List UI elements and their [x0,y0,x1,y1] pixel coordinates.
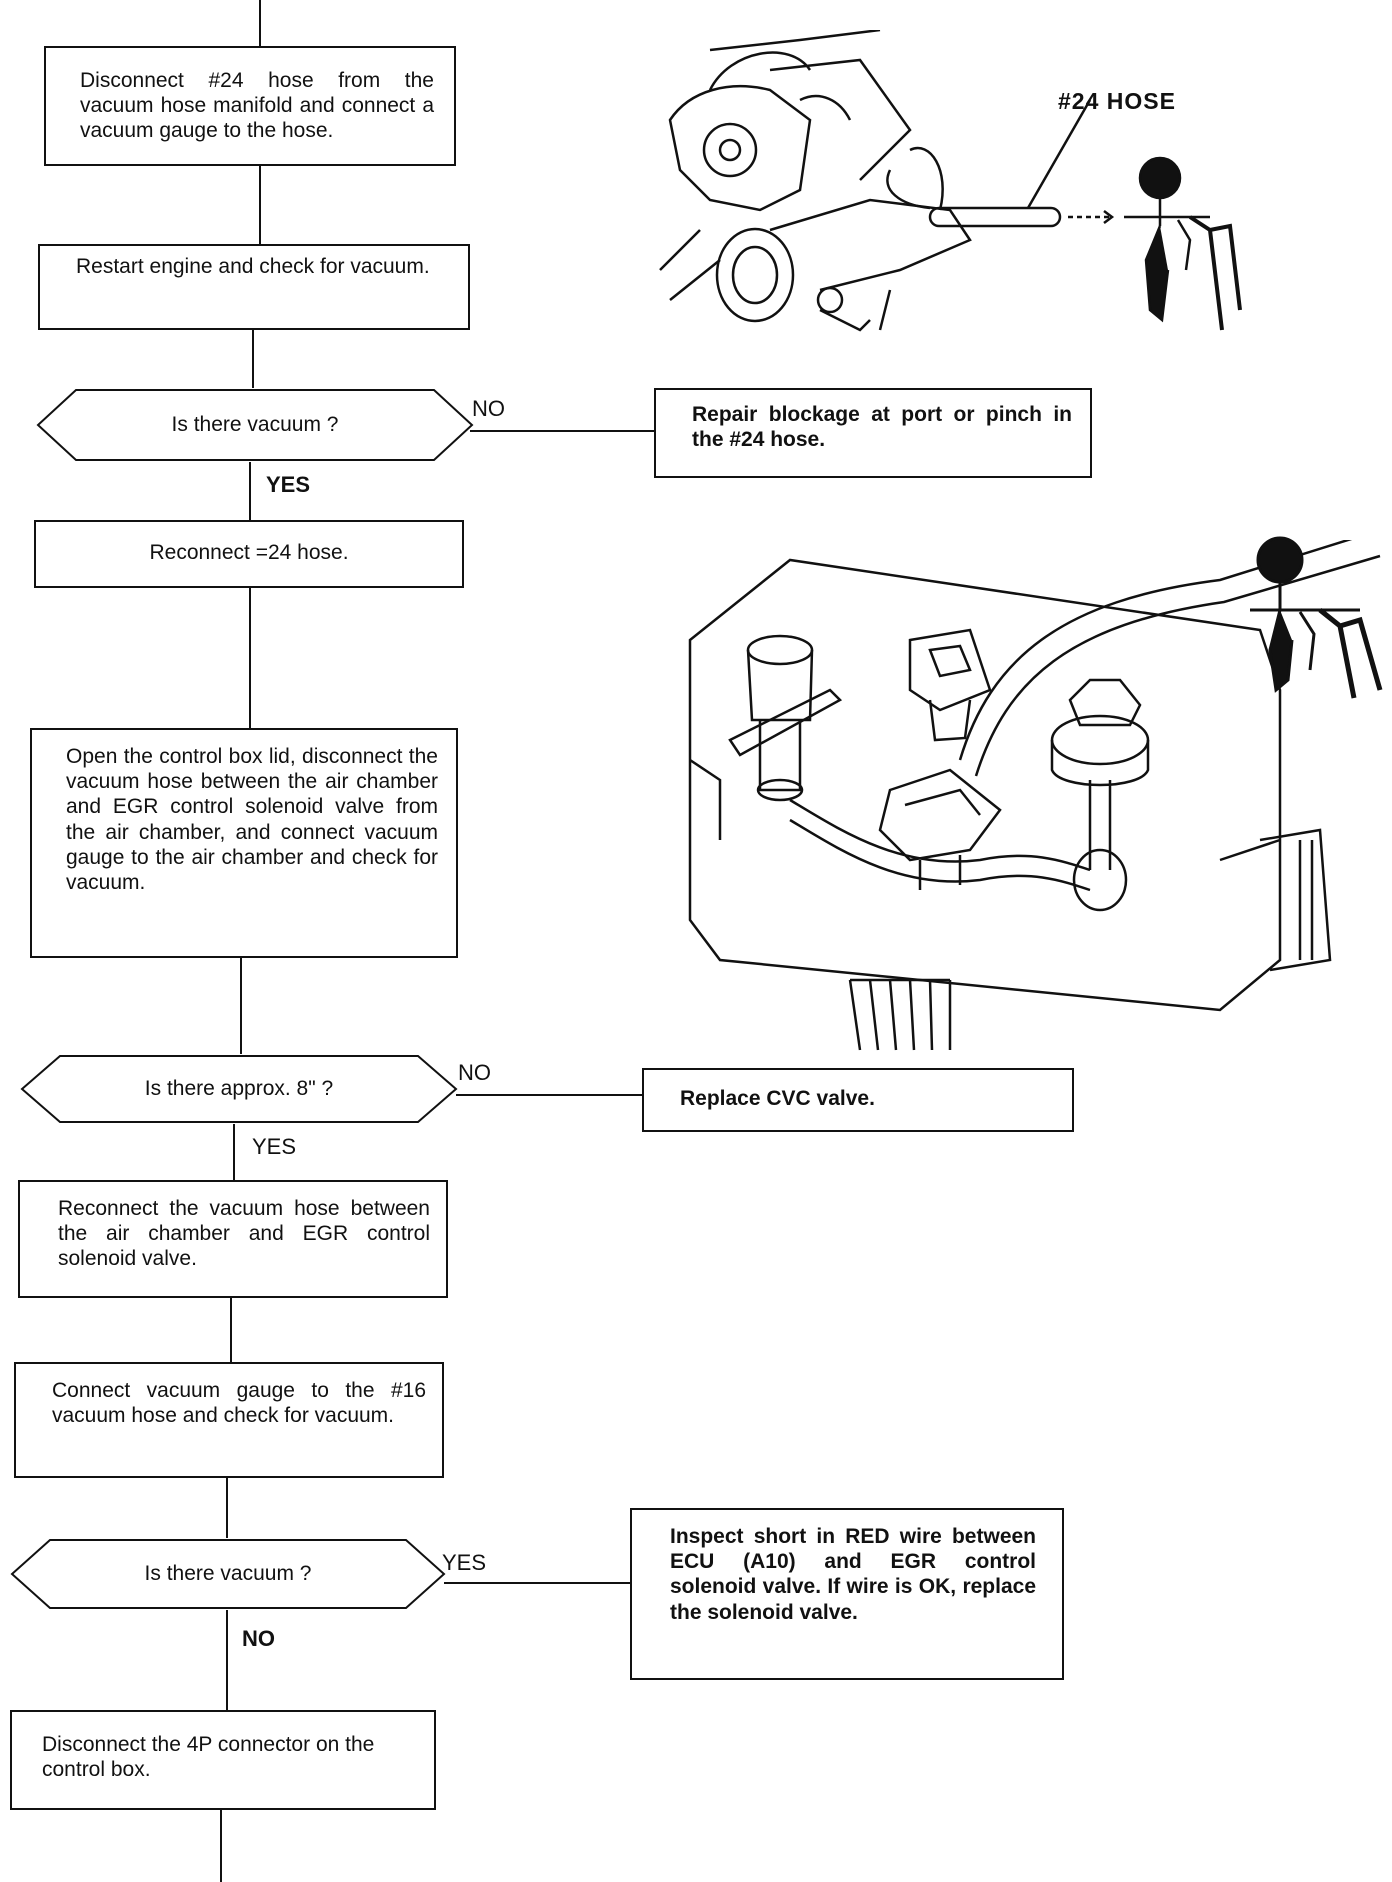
label-yes: YES [266,472,311,497]
step-connect-16-hose: Connect vacuum gauge to the #16 vacuum h… [14,1362,444,1478]
outcome-inspect-short: Inspect short in RED wire between ECU (A… [630,1508,1064,1680]
decision-text: Is there vacuum ? [144,1562,312,1585]
flow-line [233,1124,235,1180]
step-open-control-box: Open the control box lid, disconnect the… [30,728,458,958]
control-box-illustration [660,528,1390,1060]
engine-hose-illustration [650,28,1250,350]
flow-line [226,1478,228,1538]
label-yes: YES [252,1134,297,1159]
flow-line [249,588,251,728]
hose-callout-label: #24 HOSE [1058,88,1176,114]
decision-vacuum-1: Is there vacuum ? [36,388,474,462]
decision-shape [10,1539,446,1609]
label-no: NO [472,396,505,421]
step-reconnect-24-hose: Reconnect =24 hose. [34,520,464,588]
decision-text: Is there vacuum ? [171,413,339,436]
decision-approx-8: Is there approx. 8" ? [20,1054,458,1124]
label-yes: YES [442,1550,487,1575]
decision-vacuum-3: Is there vacuum ? [10,1538,446,1610]
branch-line [456,1094,642,1096]
flow-line [259,0,261,46]
flow-line [249,462,251,520]
step-restart-engine: Restart engine and check for vacuum. [38,244,470,330]
label-no: NO [458,1060,491,1085]
label-no: NO [242,1626,275,1651]
flow-line [240,958,242,1054]
branch-line [470,430,654,432]
flow-line [252,330,254,388]
outcome-replace-cvc: Replace CVC valve. [642,1068,1074,1132]
flow-line [226,1610,228,1710]
decision-shape [36,389,474,461]
vacuum-gauge-illustration [1240,530,1390,700]
step-disconnect-24-hose: Disconnect #24 hose from the vacuum hose… [44,46,456,166]
step-disconnect-4p: Disconnect the 4P connector on the contr… [10,1710,436,1810]
flow-line [230,1298,232,1362]
flow-line [259,166,261,244]
branch-line [444,1582,630,1584]
decision-text: Is there approx. 8" ? [144,1077,334,1100]
flow-line [220,1810,222,1882]
step-reconnect-vacuum-hose: Reconnect the vacuum hose between the ai… [18,1180,448,1298]
decision-shape [20,1055,458,1123]
outcome-repair-blockage: Repair blockage at port or pinch in the … [654,388,1092,478]
